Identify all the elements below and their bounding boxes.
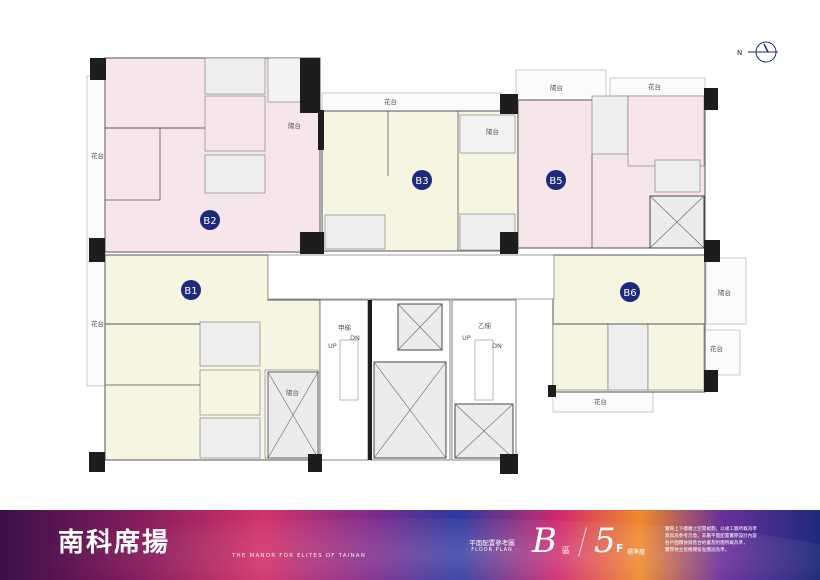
unit-badge-b5[interactable]: B5 [546, 170, 566, 190]
flower-bed-label-b3: 花台 [384, 97, 397, 106]
flower-bed-label-b6-south: 花台 [594, 397, 607, 406]
floor-description: 標準層 [627, 549, 646, 556]
unit-b3-area [321, 110, 519, 252]
unit-badge-b1-label: B1 [184, 286, 197, 297]
disclaimer-line: 實際依主管機關核准圖說為準。 [665, 548, 730, 553]
plan-reference-label-en: · FLOOR PLAN · [466, 547, 518, 553]
unit-b2-area [104, 57, 321, 253]
flower-bed-label-west-bottom: 花台 [91, 319, 104, 328]
unit-badge-b3[interactable]: B3 [412, 170, 432, 190]
flower-bed-label-west-top: 花台 [91, 151, 104, 160]
disclaimer-line: 實際上下樓層之空間規劃，以竣工圖所載為準 [665, 527, 757, 532]
structural-columns [89, 58, 720, 474]
unit-b6-area [552, 254, 706, 393]
unit-badge-b2[interactable]: B2 [200, 210, 220, 230]
stair-b-label: 乙梯 [478, 321, 492, 330]
unit-badge-b6[interactable]: B6 [620, 282, 640, 302]
compass-icon: N [737, 41, 778, 63]
unit-badge-b6-label: B6 [623, 288, 636, 299]
stair-a-label: 甲梯 [338, 323, 352, 332]
disclaimer-note: 實際上下樓層之空間規劃，以竣工圖所載為準 家具為參考示意，非屬平面配置實際設計內… [665, 526, 805, 554]
balcony-label-b6: 陽台 [718, 288, 731, 297]
disclaimer-line: 各戶面積依銷售合約書及附圖所載為準， [665, 541, 748, 546]
unit-badge-b3-label: B3 [415, 176, 428, 187]
balcony-label-b1: 陽台 [286, 388, 299, 397]
brand-subtitle: THE MANOR FOR ELITES OF TAINAN [232, 553, 367, 559]
footer-banner [0, 510, 820, 580]
stair-a-up-label: UP [328, 342, 337, 350]
unit-badge-b2-label: B2 [203, 216, 216, 227]
unit-badge-b5-label: B5 [549, 176, 562, 187]
balcony-label-b3: 陽台 [486, 127, 499, 136]
floor-number: 5 [594, 521, 616, 561]
zone-suffix: 區 [562, 546, 570, 555]
balcony-label-b2: 陽台 [288, 121, 301, 130]
compass-label: N [737, 49, 742, 57]
stair-b-up-label: UP [462, 334, 471, 342]
unit-badge-b1[interactable]: B1 [181, 280, 201, 300]
flower-bed-label-b6-east: 花台 [710, 344, 723, 353]
stair-a-dn-label: DN [350, 334, 360, 342]
stair-b-dn-label: DN [492, 342, 502, 350]
brand-name: 南科席揚 [58, 528, 171, 558]
zone-letter: B [532, 521, 557, 561]
flower-bed-label-b5: 花台 [648, 82, 661, 91]
plan-reference-label: 平面配置參考圖 [469, 539, 515, 547]
disclaimer-line: 家具為參考示意，非屬平面配置實際設計內容 [665, 534, 757, 539]
floor-plan: N [86, 41, 778, 474]
core-area [267, 195, 705, 461]
balcony-label-b5: 陽台 [550, 83, 563, 92]
floor-f-label: F [616, 542, 624, 555]
